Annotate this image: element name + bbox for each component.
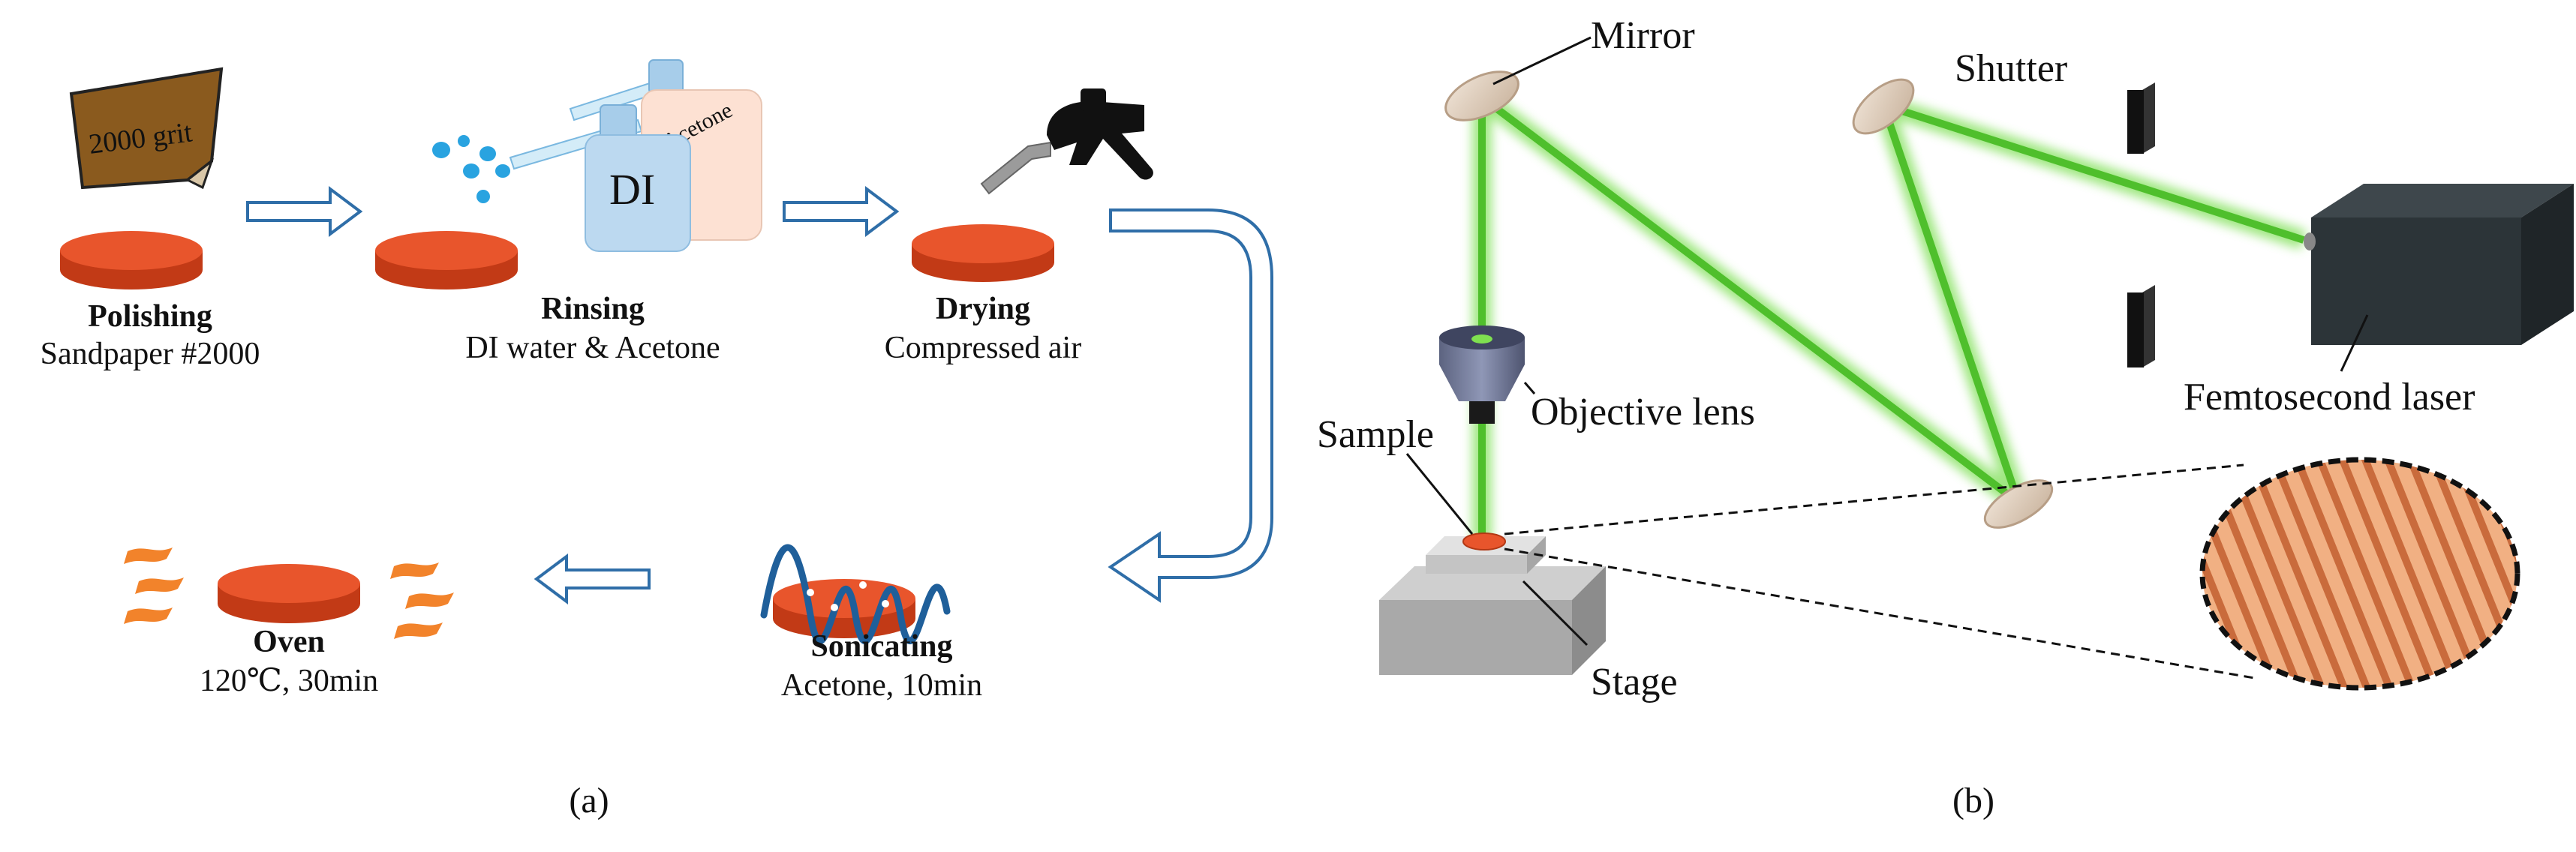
- sample-disc-rinsing: [375, 231, 518, 290]
- u-turn-arrow: [1108, 208, 1273, 603]
- step-sonicating-title: Sonicating: [810, 629, 953, 664]
- caption-panel-a: (a): [569, 781, 609, 820]
- step-drying-detail: Compressed air: [884, 331, 1082, 365]
- mirror-1: [1444, 70, 1519, 122]
- water-drops-icon: [432, 135, 510, 203]
- sample-disc-drying: [912, 224, 1054, 282]
- objective-lens: [1439, 326, 1525, 424]
- bottle-di-label: DI: [609, 165, 655, 214]
- zoom-guide-lines: [1504, 464, 2259, 680]
- label-leader-lines: [1405, 36, 2369, 646]
- surface-zoom-inset: [2199, 457, 2520, 691]
- air-gun-icon: [980, 88, 1153, 195]
- process-arrow-3: [534, 554, 651, 604]
- process-arrow-2: [783, 186, 900, 237]
- label-stage: Stage: [1591, 661, 1678, 704]
- step-sonicating-detail: Acetone, 10min: [780, 668, 983, 703]
- mirror-2: [1852, 78, 1915, 135]
- heat-flame-icon-left: [124, 548, 184, 624]
- process-arrow-1: [246, 186, 363, 237]
- sample-on-stage: [1462, 532, 1506, 550]
- step-rinsing-detail: DI water & Acetone: [465, 331, 720, 365]
- heat-flame-icon-right: [390, 562, 454, 639]
- step-oven-title: Oven: [253, 625, 325, 659]
- label-objective-lens: Objective lens: [1531, 391, 1755, 434]
- caption-panel-b: (b): [1952, 781, 1994, 820]
- stage: [1379, 536, 1606, 675]
- step-drying-title: Drying: [936, 292, 1030, 326]
- step-polishing-title: Polishing: [88, 299, 212, 334]
- label-mirror: Mirror: [1591, 14, 1695, 57]
- step-polishing-detail: Sandpaper #2000: [40, 337, 260, 371]
- ultrasonic-wave-icon: [760, 544, 951, 645]
- shutter-lower: [2127, 285, 2155, 368]
- sample-disc-oven: [218, 564, 360, 623]
- sandpaper-icon: 2000 grit: [69, 67, 224, 190]
- label-femtosecond-laser: Femtosecond laser: [2184, 376, 2475, 418]
- sample-disc-polishing: [60, 231, 203, 290]
- di-bottle-icon: DI: [585, 104, 691, 252]
- step-rinsing-title: Rinsing: [541, 292, 645, 326]
- mirror-3: [1983, 479, 2054, 529]
- laser-beam-path: [1472, 89, 2307, 540]
- label-sample: Sample: [1317, 413, 1434, 456]
- femtosecond-laser: [2304, 184, 2574, 345]
- step-oven-detail: 120℃, 30min: [199, 664, 379, 698]
- label-shutter: Shutter: [1955, 47, 2068, 90]
- shutter-upper: [2127, 82, 2155, 154]
